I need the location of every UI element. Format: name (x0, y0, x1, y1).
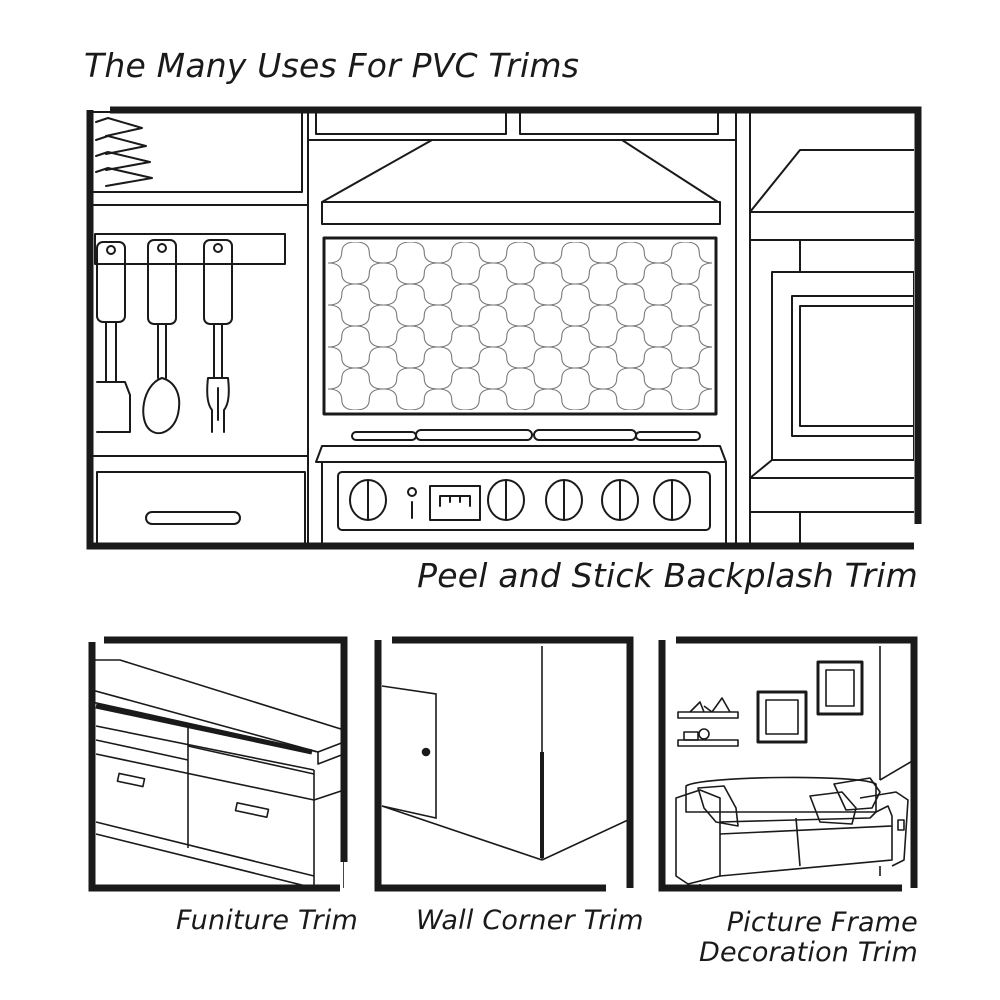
spatula (96, 241, 131, 433)
wall-frame-top-right (392, 636, 634, 888)
kitchen-illustration (92, 111, 914, 546)
wall-corner-trim-caption: Wall Corner Trim (416, 905, 644, 936)
backsplash-trim-frame (322, 236, 718, 416)
stove (315, 445, 727, 546)
page-title: The Many Uses For PVC Trims (84, 46, 580, 85)
arabesque-tile-backsplash (328, 242, 712, 410)
fork (203, 239, 233, 433)
furniture-panel (88, 636, 348, 892)
kitchen-panel (86, 106, 922, 550)
furniture-trim-caption: Funiture Trim (176, 905, 359, 936)
range-hood (321, 139, 721, 225)
kitchen-frame-left-bottom (86, 110, 914, 550)
wall-corner-illustration (381, 646, 628, 861)
picture-frame-caption-line1: Picture Frame (726, 907, 918, 938)
kitchen-frame-top-right (110, 106, 922, 524)
picture-frame-left-bottom (658, 640, 902, 892)
furniture-illustration (92, 659, 344, 888)
stacked-plates (95, 117, 153, 187)
furniture-frame-top-right (104, 636, 348, 862)
picture-frame-panel (658, 636, 918, 892)
picture-frame-trim-caption: Picture Frame Decoration Trim (699, 908, 918, 968)
furniture-frame-left-bottom (88, 642, 340, 892)
living-room-illustration (675, 646, 914, 888)
wall-corner-panel (374, 636, 634, 892)
wall-frame-left-bottom (374, 640, 606, 892)
backsplash-trim-caption: Peel and Stick Backplash Trim (417, 556, 918, 595)
spoon (142, 239, 181, 435)
picture-frame-caption-line2: Decoration Trim (698, 937, 918, 968)
picture-frame-top-right (676, 636, 918, 888)
